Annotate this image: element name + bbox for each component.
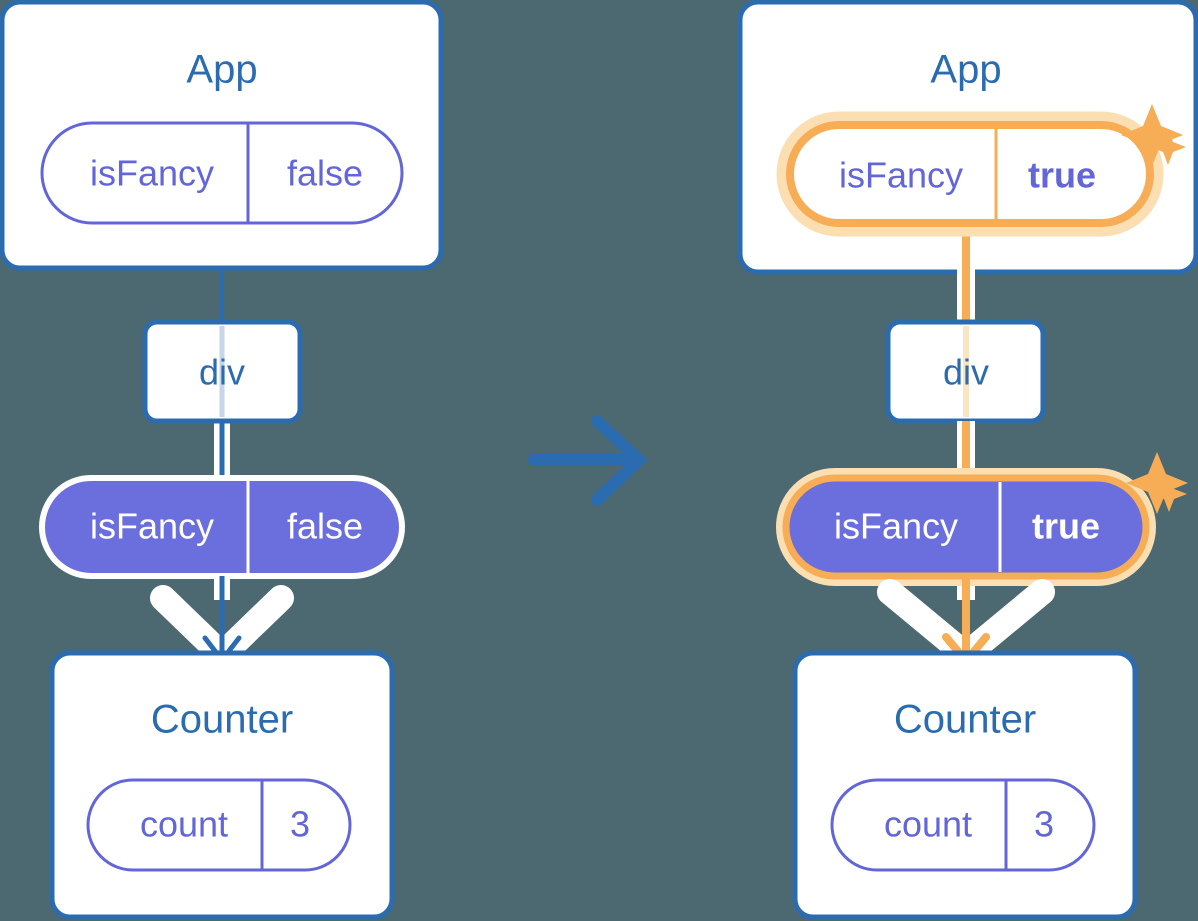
- pill-key-label: count: [884, 804, 972, 845]
- pill-value-label: false: [287, 506, 363, 547]
- counter-state-pill-before: count 3: [86, 778, 352, 872]
- app-state-pill-before: isFancy false: [40, 121, 404, 225]
- transition-arrow-right-icon: [528, 415, 648, 506]
- pill-value-label: 3: [1034, 804, 1054, 845]
- pill-body: [86, 778, 352, 872]
- pill-value-label: 3: [290, 804, 310, 845]
- pill-key-label: isFancy: [90, 506, 214, 547]
- panel-after: App isFancy true div: [737, 0, 1198, 920]
- counter-state-pill-after: count 3: [830, 778, 1096, 872]
- pill-body: [830, 778, 1096, 872]
- div-node-label-after: div: [943, 352, 989, 393]
- app-card-title-before: App: [186, 48, 257, 92]
- app-state-pill-after: isFancy true: [776, 111, 1164, 237]
- div-node-label-before: div: [199, 352, 245, 393]
- sparkle-large-icon-app: [1121, 104, 1183, 166]
- pill-value-label: false: [287, 153, 363, 194]
- pill-value-label: true: [1032, 506, 1100, 547]
- pill-key-label: isFancy: [839, 155, 963, 196]
- pill-key-label: isFancy: [90, 153, 214, 194]
- arrow-app-to-counter-after: [942, 576, 990, 665]
- sparkle-small-icon-prop: [1151, 476, 1187, 512]
- prop-pill-before: isFancy false: [39, 475, 405, 579]
- pill-key-label: isFancy: [834, 506, 958, 547]
- pill-value-label: true: [1028, 155, 1096, 196]
- counter-card-title-after: Counter: [894, 698, 1036, 742]
- counter-card-title-before: Counter: [151, 698, 293, 742]
- app-card-title-after: App: [930, 48, 1001, 92]
- sparkle-small-icon-app: [1150, 129, 1186, 165]
- sparkle-large-icon-prop: [1126, 452, 1188, 514]
- arrow-app-to-counter-before: [202, 576, 242, 663]
- pill-body: [40, 121, 404, 225]
- pill-key-label: count: [140, 804, 228, 845]
- pill-body: [786, 121, 1154, 227]
- panel-before: App isFancy false div isFancy false: [0, 0, 444, 920]
- prop-pill-after: isFancy true: [776, 468, 1156, 586]
